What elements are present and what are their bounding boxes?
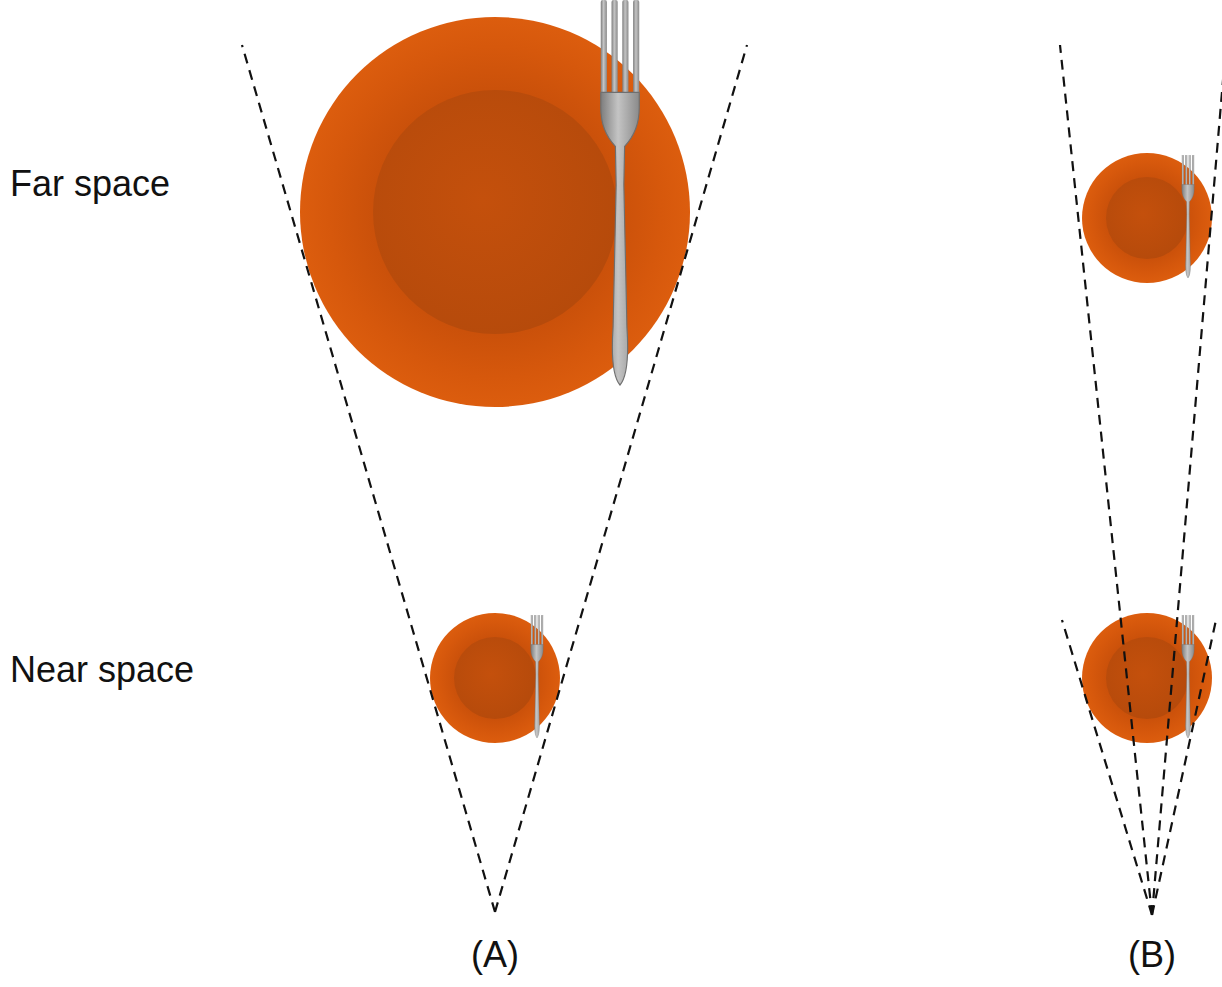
- panel-label-wrap: (A): [471, 934, 519, 975]
- space-label: Near space: [10, 649, 194, 690]
- panel-label: (B): [1128, 934, 1176, 975]
- space-label: Far space: [10, 163, 170, 204]
- space-label-wrap: Far space: [10, 163, 170, 204]
- far-plate-small: [1082, 153, 1212, 283]
- near-plate: [430, 613, 560, 743]
- far-plate-large: [300, 0, 690, 407]
- panel-label-wrap: (B): [1128, 934, 1176, 975]
- panel-label: (A): [471, 934, 519, 975]
- space-label-wrap: Near space: [10, 649, 194, 690]
- visual-angle-lines: [242, 45, 1222, 915]
